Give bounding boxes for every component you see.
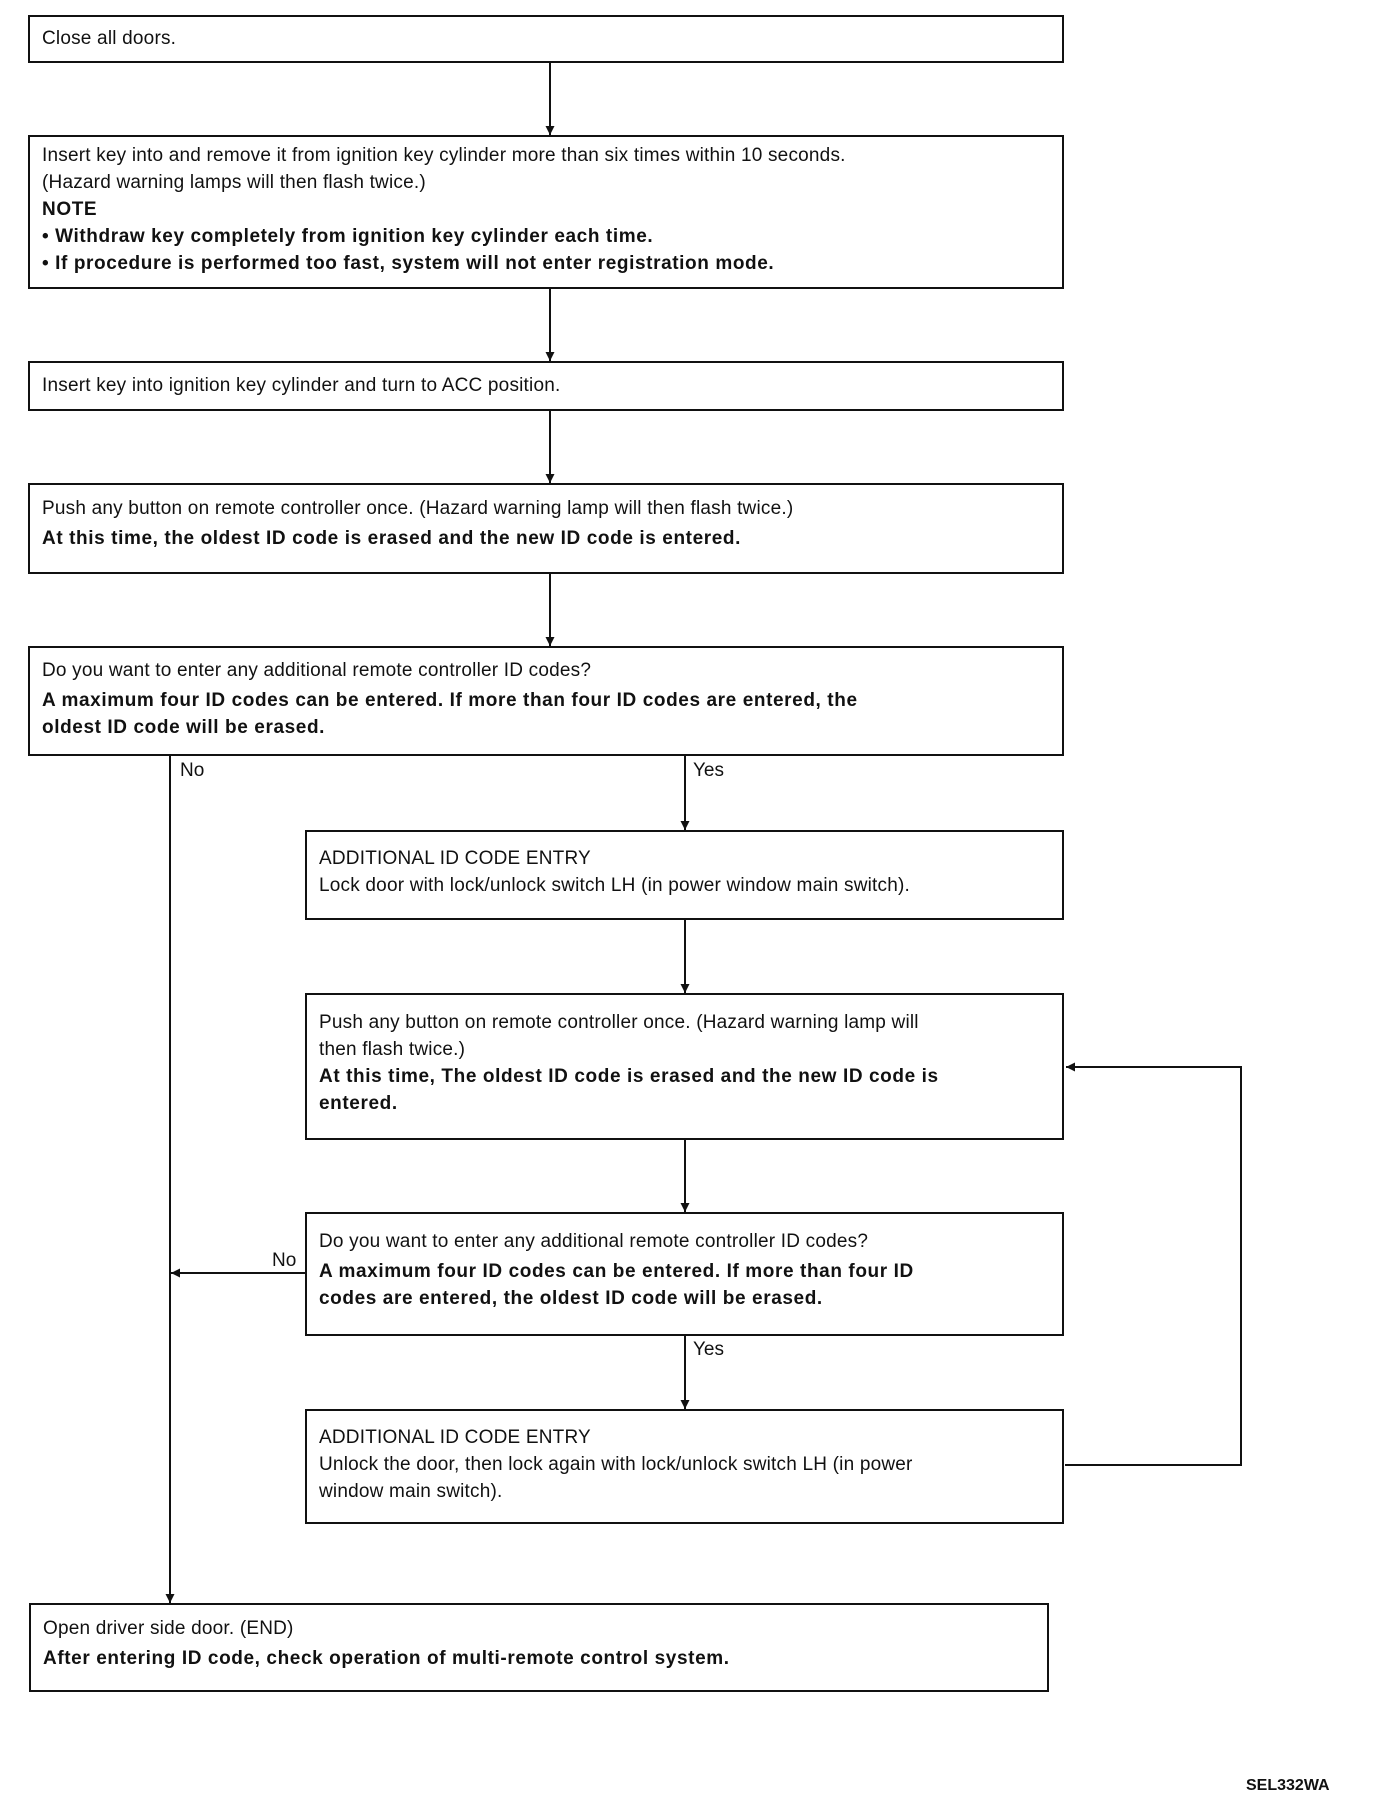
step-title: ADDITIONAL ID CODE ENTRY (319, 1427, 591, 1448)
decision-question-1: Do you want to enter any additional remo… (28, 646, 1064, 756)
step-text-bold: At this time, The oldest ID code is eras… (319, 1066, 939, 1087)
note-item: • If procedure is performed too fast, sy… (42, 253, 775, 274)
step-text: Insert key into and remove it from ignit… (42, 145, 846, 166)
figure-code: SEL332WA (1246, 1777, 1330, 1794)
step-push-button-2: Push any button on remote controller onc… (305, 993, 1064, 1140)
step-text: (Hazard warning lamps will then flash tw… (42, 172, 426, 193)
step-text-bold: After entering ID code, check operation … (43, 1648, 730, 1669)
question-text-bold: A maximum four ID codes can be entered. … (319, 1261, 914, 1282)
step-end: Open driver side door. (END) After enter… (29, 1603, 1049, 1692)
step-text: Unlock the door, then lock again with lo… (319, 1454, 913, 1475)
step-text: Insert key into ignition key cylinder an… (42, 375, 561, 396)
question-text: Do you want to enter any additional remo… (42, 660, 592, 681)
step-close-doors: Close all doors. (28, 15, 1064, 63)
branch-label-q2-no: No (272, 1250, 297, 1271)
step-title: ADDITIONAL ID CODE ENTRY (319, 848, 591, 869)
branch-label-q1-no: No (180, 760, 205, 781)
step-text: Lock door with lock/unlock switch LH (in… (319, 875, 911, 896)
note-item: • Withdraw key completely from ignition … (42, 226, 654, 247)
question-text: Do you want to enter any additional remo… (319, 1231, 869, 1252)
step-text: Push any button on remote controller onc… (319, 1012, 919, 1033)
question-text-bold: oldest ID code will be erased. (42, 717, 326, 738)
step-text-bold: At this time, the oldest ID code is eras… (42, 528, 741, 549)
question-text-bold: codes are entered, the oldest ID code wi… (319, 1288, 823, 1309)
step-insert-acc: Insert key into ignition key cylinder an… (28, 361, 1064, 411)
step-text: Close all doors. (42, 28, 177, 49)
arrow-loop-back (1065, 1062, 1242, 1466)
note-heading: NOTE (42, 199, 98, 220)
step-additional-entry-1: ADDITIONAL ID CODE ENTRY Lock door with … (305, 830, 1064, 920)
branch-label-q2-yes: Yes (693, 1339, 724, 1360)
step-text-bold: entered. (319, 1093, 398, 1114)
step-additional-entry-2: ADDITIONAL ID CODE ENTRY Unlock the door… (305, 1409, 1064, 1524)
step-push-button-1: Push any button on remote controller onc… (28, 483, 1064, 574)
step-insert-remove-key: Insert key into and remove it from ignit… (28, 135, 1064, 289)
step-text: then flash twice.) (319, 1039, 466, 1060)
step-text: Open driver side door. (END) (43, 1618, 294, 1639)
step-text: Push any button on remote controller onc… (42, 498, 794, 519)
question-text-bold: A maximum four ID codes can be entered. … (42, 690, 858, 711)
branch-label-q1-yes: Yes (693, 760, 724, 781)
step-text: window main switch). (319, 1481, 503, 1502)
decision-question-2: Do you want to enter any additional remo… (305, 1212, 1064, 1336)
